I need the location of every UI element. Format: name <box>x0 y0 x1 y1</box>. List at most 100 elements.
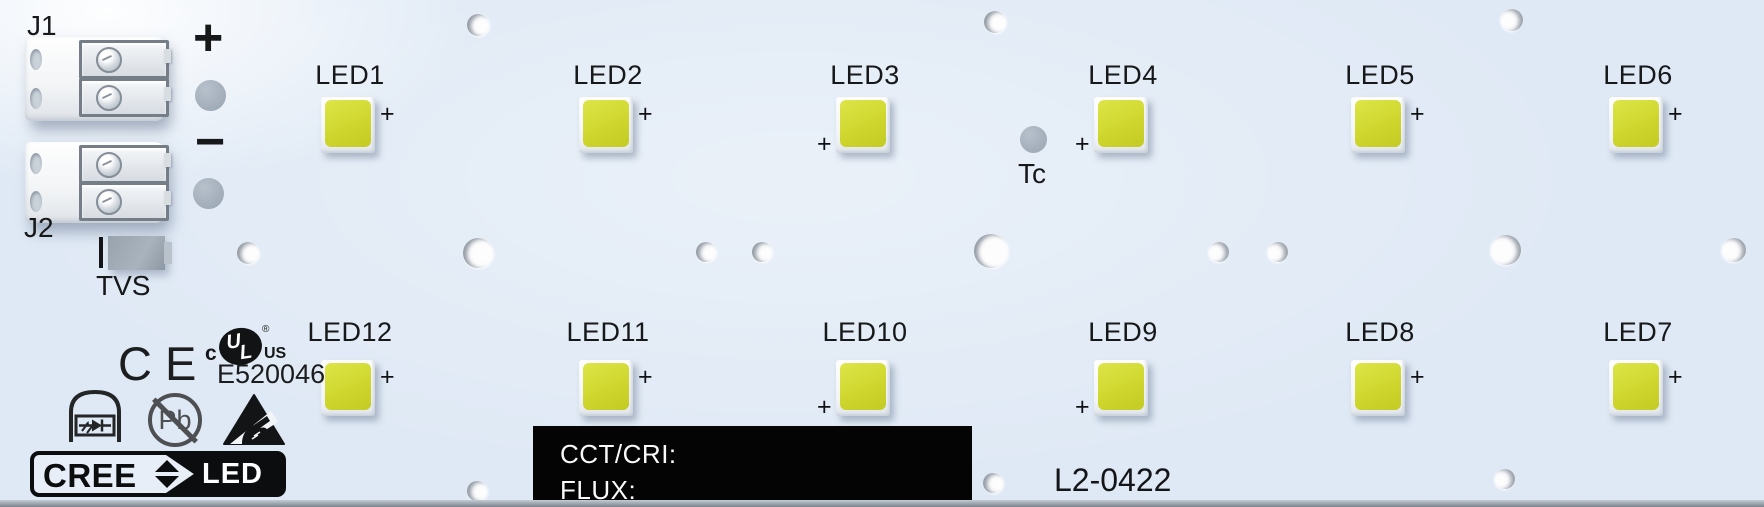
led-die <box>583 363 629 410</box>
terminal-clamp <box>79 40 169 79</box>
terminal-screw <box>96 85 122 111</box>
mounting-hole <box>1501 9 1523 31</box>
led-label: LED2 <box>573 60 643 90</box>
cct-cri-line: CCT/CRI: <box>560 439 677 469</box>
led-package <box>1094 97 1148 153</box>
led-label: LED12 <box>307 317 393 347</box>
cree-led-logo: CREE LED ® <box>30 451 286 497</box>
connector-j1-label: J1 <box>27 10 57 41</box>
led-die <box>1355 100 1401 147</box>
connector-j2-label: J2 <box>24 212 54 243</box>
spec-label: CCT/CRI: FLUX: <box>533 426 972 505</box>
terminal-clamp <box>79 182 169 221</box>
pb-circle <box>148 393 202 447</box>
terminal-screw <box>96 152 122 178</box>
polarity-plus-mark: + <box>1668 100 1683 128</box>
logo-registered-mark: ® <box>180 485 187 495</box>
led-label: LED6 <box>1603 60 1673 90</box>
mounting-hole <box>974 234 1008 268</box>
terminal-screw <box>96 47 122 73</box>
led-package <box>1609 360 1663 416</box>
board-edge <box>0 500 1764 507</box>
led-package <box>1351 360 1405 416</box>
wire-entry-hole <box>30 49 42 70</box>
led-die <box>583 100 629 147</box>
mounting-hole <box>467 14 489 36</box>
wire-entry-hole <box>30 191 42 212</box>
led-label: LED1 <box>315 60 385 90</box>
polarity-plus-mark: + <box>1410 100 1425 128</box>
polarity-plus-mark: + <box>1668 363 1683 391</box>
polarity-plus-mark: + <box>1410 363 1425 391</box>
terminal-screw <box>96 189 122 215</box>
led-package <box>579 360 633 416</box>
connector-j2 <box>25 142 171 223</box>
led-die <box>325 100 371 147</box>
led-package <box>321 97 375 153</box>
pb-free-icon: Pb <box>148 393 202 447</box>
led-source-icon <box>62 385 128 445</box>
ul-canada-mark: c <box>205 342 217 365</box>
negative-terminal-mark: − <box>195 113 226 171</box>
polarity-plus-mark: + <box>817 393 832 421</box>
ce-mark: CE <box>118 337 210 390</box>
negative-solder-pad <box>193 178 224 209</box>
led-package <box>1351 97 1405 153</box>
clamp-tab <box>164 191 171 205</box>
clamp-tab <box>164 49 171 63</box>
led-package <box>1609 97 1663 153</box>
polarity-plus-mark: + <box>1075 130 1090 158</box>
led-flag: LED <box>166 455 282 493</box>
positive-terminal-mark: + <box>193 9 224 67</box>
led-label: LED11 <box>566 317 650 347</box>
cree-diamond-icon <box>154 460 180 488</box>
tvs-component <box>108 236 172 270</box>
led-package <box>1094 360 1148 416</box>
polarity-plus-mark: + <box>817 130 832 158</box>
polarity-plus-mark: + <box>1075 393 1090 421</box>
terminal-clamp <box>79 78 169 117</box>
led-label: LED4 <box>1088 60 1158 90</box>
mounting-hole <box>983 473 1003 493</box>
part-number: L2-0422 <box>1054 462 1172 498</box>
led-label: LED8 <box>1345 317 1415 347</box>
mounting-hole <box>1268 242 1288 262</box>
mounting-hole <box>467 481 487 501</box>
tvs-label: TVS <box>96 270 151 301</box>
ul-registered-mark: ® <box>262 324 270 335</box>
led-die <box>1613 363 1659 410</box>
led-die <box>1098 363 1144 410</box>
led-product-text: LED <box>202 458 263 490</box>
cree-brand-text: CREE <box>43 456 137 495</box>
polarity-plus-mark: + <box>380 363 395 391</box>
cree-triangle-down <box>155 476 179 488</box>
mounting-hole <box>752 242 772 262</box>
tvs-lead <box>99 237 103 268</box>
led-package <box>836 97 890 153</box>
clamp-tab <box>164 153 171 167</box>
led-die <box>1613 100 1659 147</box>
polarity-plus-mark: + <box>638 100 653 128</box>
positive-solder-pad <box>195 80 226 111</box>
terminal-clamp <box>79 145 169 184</box>
mounting-hole <box>984 11 1006 33</box>
led-label: LED7 <box>1603 317 1673 347</box>
cree-triangle-up <box>155 460 179 472</box>
led-label: LED3 <box>830 60 900 90</box>
led-die <box>1355 363 1401 410</box>
clamp-tab <box>164 87 171 101</box>
mounting-hole <box>696 242 716 262</box>
led-label: LED9 <box>1088 317 1158 347</box>
ul-us-mark: US <box>264 345 287 362</box>
led-label: LED5 <box>1345 60 1415 90</box>
led-package <box>836 360 890 416</box>
mounting-hole <box>237 242 259 264</box>
led-package <box>579 97 633 153</box>
wire-entry-hole <box>30 153 42 174</box>
esd-warning-icon <box>221 392 287 448</box>
mounting-hole <box>1495 469 1515 489</box>
mounting-hole <box>1722 238 1746 262</box>
led-label: LED10 <box>822 317 908 347</box>
tc-label: Tc <box>1018 158 1046 189</box>
